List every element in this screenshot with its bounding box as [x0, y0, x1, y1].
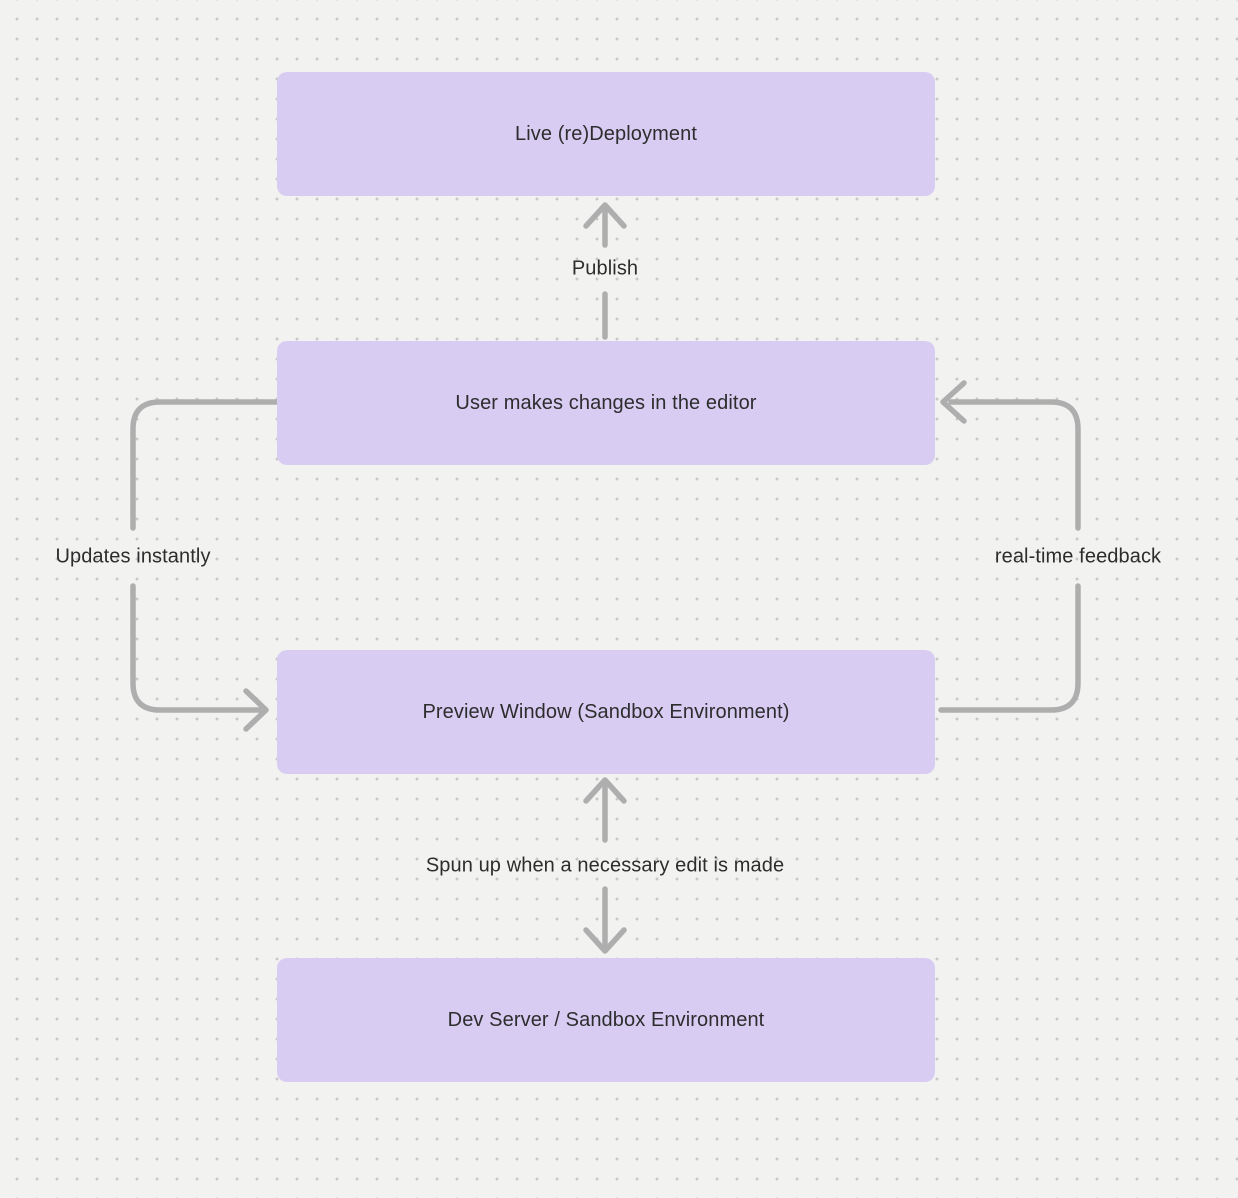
node-dev-server-label: Dev Server / Sandbox Environment — [447, 1008, 765, 1031]
edge-realtime-feedback-label: real-time feedback — [994, 545, 1162, 568]
edge-publish-arrow — [583, 202, 627, 340]
node-preview-window[interactable]: Preview Window (Sandbox Environment) — [277, 650, 935, 774]
node-dev-server[interactable]: Dev Server / Sandbox Environment — [277, 958, 935, 1082]
node-user-editor[interactable]: User makes changes in the editor — [277, 341, 935, 465]
node-user-editor-label: User makes changes in the editor — [455, 391, 757, 414]
edge-realtime-feedback-arrow — [938, 380, 1081, 713]
node-live-redeployment-label: Live (re)Deployment — [515, 122, 697, 145]
edge-spun-up-arrow — [583, 777, 627, 954]
edge-spun-up-label: Spun up when a necessary edit is made — [425, 854, 785, 877]
edge-publish-label: Publish — [571, 257, 639, 280]
edge-updates-instantly-label: Updates instantly — [55, 545, 211, 568]
edge-updates-instantly-arrow — [130, 399, 280, 732]
node-live-redeployment[interactable]: Live (re)Deployment — [277, 72, 935, 196]
node-preview-window-label: Preview Window (Sandbox Environment) — [422, 700, 790, 723]
